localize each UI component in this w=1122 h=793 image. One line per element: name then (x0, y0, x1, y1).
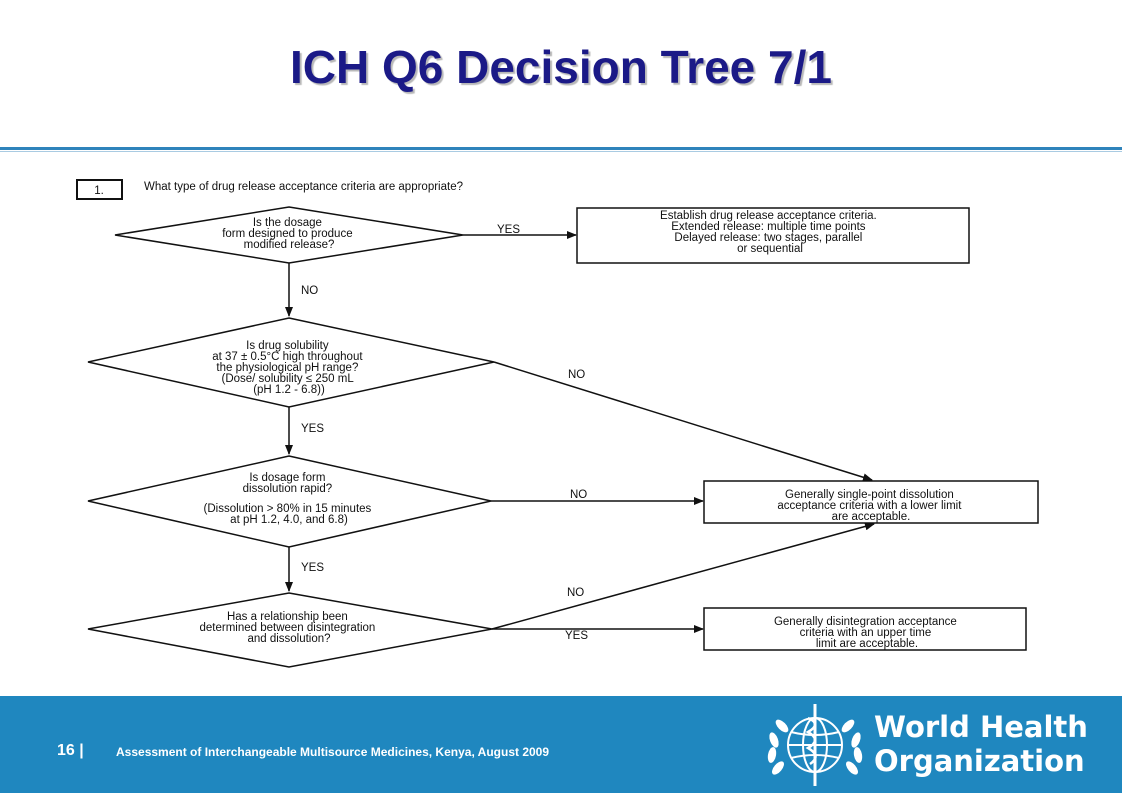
footer-bar: 16 | Assessment of Interchangeable Multi… (0, 696, 1122, 793)
label-d2-no: NO (568, 369, 585, 381)
decision-tree-diagram: 1. What type of drug release acceptance … (76, 179, 1039, 668)
label-d2-yes: YES (301, 423, 324, 435)
decision-solubility (87, 317, 495, 408)
edge-d2-no (493, 361, 873, 482)
who-emblem-icon (767, 704, 863, 786)
edge-d4-no (491, 522, 875, 630)
result-modified-release (576, 207, 970, 264)
label-d3-yes: YES (301, 562, 324, 574)
decision-rapid-dissolution-text: Is dosage form dissolution rapid? (Disso… (204, 472, 375, 526)
result-modified-release-text: Establish drug release acceptance criter… (660, 210, 880, 255)
label-d3-no: NO (570, 489, 587, 501)
result-disintegration (703, 607, 1027, 651)
decision-solubility-text: Is drug solubility at 37 ± 0.5°C high th… (212, 340, 366, 396)
who-wordmark: World Health Organization (874, 710, 1088, 778)
footer-caption: Assessment of Interchangeable Multisourc… (116, 745, 550, 759)
label-d1-yes: YES (497, 224, 520, 236)
decision-rapid-dissolution (87, 455, 492, 548)
step-label-box (76, 179, 123, 200)
result-single-point-dissolution-text: Generally single-point dissolution accep… (777, 489, 964, 523)
decision-disintegration-relationship (87, 592, 493, 668)
title-divider-shadow (0, 151, 1122, 152)
page-number: 16 | (57, 742, 84, 759)
step-label: 1. (94, 185, 104, 197)
decision-modified-release-text: Is the dosage form designed to produce m… (222, 217, 356, 251)
title-divider (0, 147, 1122, 150)
label-d4-yes: YES (565, 630, 588, 642)
decision-disintegration-relationship-text: Has a relationship been determined betwe… (199, 611, 378, 645)
label-d4-no: NO (567, 587, 584, 599)
decision-modified-release (114, 206, 464, 264)
result-disintegration-text: Generally disintegration acceptance crit… (774, 616, 960, 650)
question-text: What type of drug release acceptance cri… (144, 181, 463, 193)
label-d1-no: NO (301, 285, 318, 297)
page-title: ICH Q6 Decision Tree 7/1 (289, 41, 832, 93)
result-single-point-dissolution (703, 480, 1039, 524)
